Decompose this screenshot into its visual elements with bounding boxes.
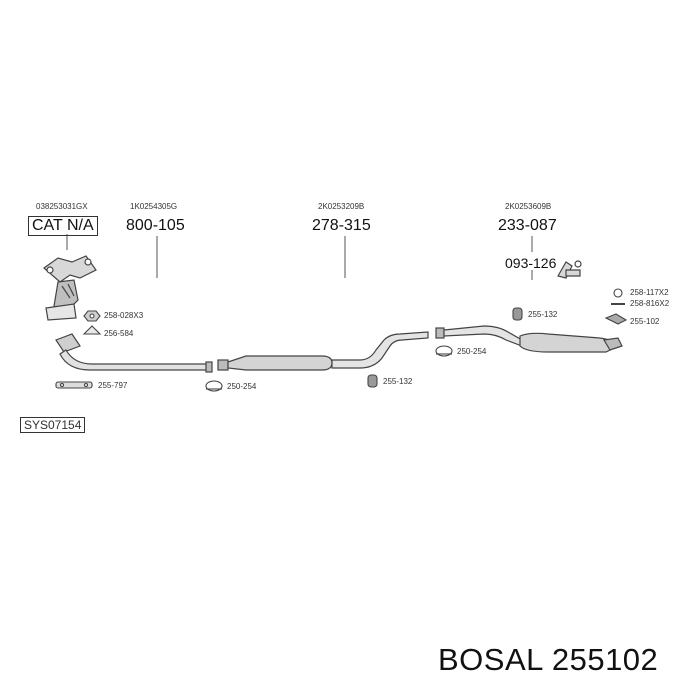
rubber-mount-icon: [367, 374, 378, 388]
part-label: 258-816X2: [630, 299, 670, 308]
oem-number: 2K0253209B: [318, 202, 365, 211]
part-label: 250-254: [227, 382, 257, 391]
system-code: SYS07154: [20, 417, 86, 433]
part-number-093-126: 093-126: [505, 255, 557, 271]
part-label: 255-102: [630, 317, 660, 326]
rear-silencer-pipe: [435, 325, 623, 353]
part-label: 255-132: [528, 310, 558, 319]
manifold-catalyst-assembly: [43, 255, 97, 321]
part-number-233-087: 233-087: [498, 217, 557, 234]
oem-number: 2K0253609B: [505, 202, 552, 211]
part-label: 255-132: [383, 377, 413, 386]
small-fittings: [55, 288, 628, 392]
part-label: 258-117X2: [630, 288, 669, 297]
part-label: 250-254: [457, 347, 487, 356]
rubber-mount-icon: [512, 307, 523, 321]
oem-number: 1K0254305G: [130, 202, 178, 211]
rear-hanger-bracket: [557, 260, 582, 279]
oem-number: 038253031GX: [36, 202, 88, 211]
middle-silencer-pipe: [217, 331, 429, 371]
part-label: 255-797: [98, 381, 128, 390]
part-number-800-105: 800-105: [126, 217, 185, 234]
part-number-278-315: 278-315: [312, 217, 371, 234]
cat-part-label: CAT N/A: [28, 216, 98, 236]
bracket-icon: [55, 381, 93, 389]
washer-icon: [613, 288, 623, 298]
part-label: 258-028X3: [104, 311, 144, 320]
front-pipe: [55, 333, 213, 373]
clamp-icon: [205, 380, 223, 392]
clamp-icon: [435, 345, 453, 357]
hanger-icon: [604, 313, 628, 325]
gasket-icon: [82, 325, 102, 335]
brand-part-caption: BOSAL 255102: [438, 642, 659, 677]
part-label: 256-584: [104, 329, 134, 338]
